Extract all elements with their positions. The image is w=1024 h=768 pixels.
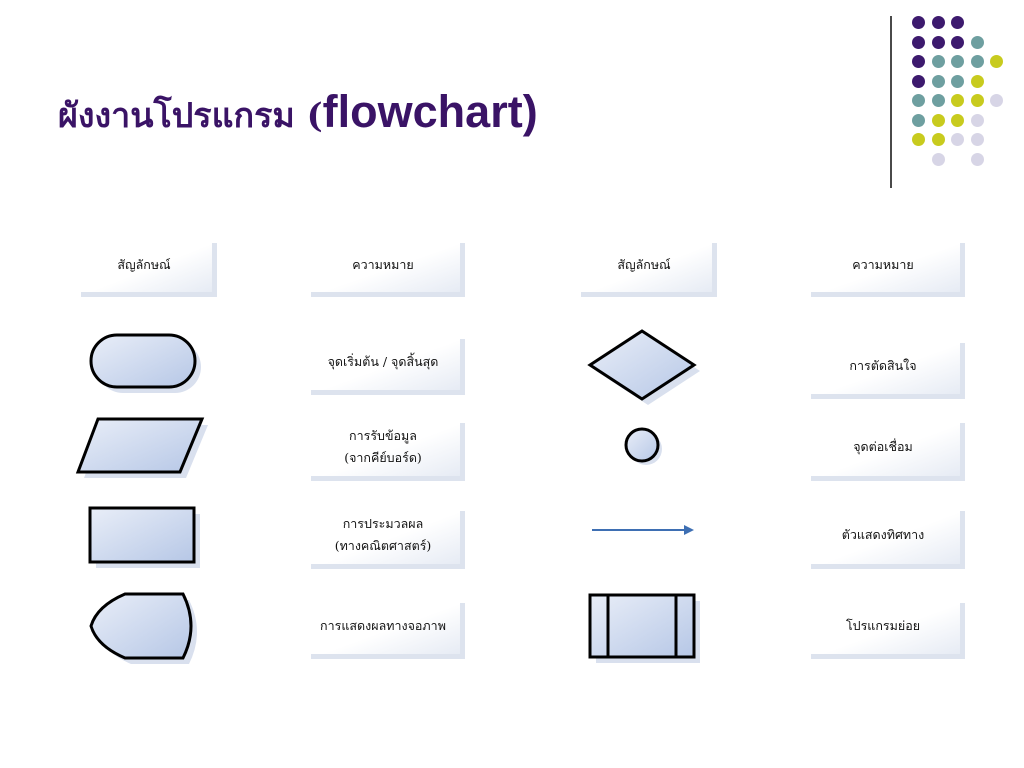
meaning-input-line2: (จากคีย์บอร์ด)	[344, 450, 422, 465]
decorative-dot	[912, 113, 925, 127]
meaning-connector: จุดต่อเชื่อม	[806, 418, 960, 476]
meaning-subprocess-text: โปรแกรมย่อย	[845, 618, 921, 634]
title-thai-text: ผังงานโปรแกรม (	[58, 96, 323, 136]
decorative-dot	[931, 74, 945, 88]
meaning-process-line2: (ทางคณิตศาสตร์)	[334, 538, 432, 553]
display-symbol	[89, 592, 197, 664]
decorative-dot	[970, 133, 984, 146]
header-right-symbol: สัญลักษณ์	[576, 238, 712, 292]
header-right-symbol-label: สัญลักษณ์	[617, 257, 671, 273]
meaning-process-line1: การประมวลผล	[342, 516, 424, 532]
decorative-dot	[970, 35, 984, 49]
decision-diamond-symbol	[587, 329, 700, 405]
subprocess-symbol	[588, 593, 700, 663]
decorative-dot	[931, 35, 945, 49]
meaning-process: การประมวลผล (ทางคณิตศาสตร์)	[306, 506, 460, 564]
process-rectangle-symbol	[88, 506, 200, 568]
decorative-dot	[931, 113, 945, 127]
decorative-dot	[990, 55, 1003, 68]
decorative-dot	[912, 16, 925, 29]
decorative-dot	[990, 94, 1003, 107]
decorative-dot	[931, 94, 945, 107]
connector-circle-symbol	[624, 427, 662, 465]
decorative-dot	[970, 55, 984, 68]
meaning-decision-text: การตัดสินใจ	[849, 358, 917, 374]
decorative-dot	[931, 133, 945, 146]
decorative-dot	[951, 74, 964, 88]
meaning-input-line1: การรับข้อมูล	[349, 428, 417, 444]
meaning-terminal-text: จุดเริ่มต้น / จุดสิ้นสุด	[327, 354, 439, 370]
decorative-dot	[931, 152, 945, 166]
meaning-subprocess: โปรแกรมย่อย	[806, 598, 960, 654]
input-parallelogram-symbol	[75, 417, 208, 478]
decorative-dot	[912, 35, 925, 49]
meaning-display-text: การแสดงผลทางจอภาพ	[320, 618, 446, 634]
decorative-dot	[951, 55, 964, 68]
decorative-dot	[970, 152, 984, 166]
decorative-dot	[951, 35, 964, 49]
decorative-dot	[912, 94, 925, 107]
header-left-symbol: สัญลักษณ์	[76, 238, 212, 292]
header-left-meaning: ความหมาย	[306, 238, 460, 292]
decorative-dot	[912, 55, 925, 68]
header-right-meaning-label: ความหมาย	[852, 257, 914, 273]
terminal-symbol	[89, 333, 201, 393]
decorative-dot	[951, 94, 964, 107]
slide-title: ผังงานโปรแกรม (flowchart)	[58, 86, 538, 142]
decorative-dot	[931, 16, 945, 29]
meaning-terminal: จุดเริ่มต้น / จุดสิ้นสุด	[306, 334, 460, 390]
meaning-decision: การตัดสินใจ	[806, 338, 960, 394]
decorative-dot	[912, 133, 925, 146]
decorative-dot	[931, 55, 945, 68]
decorative-dot	[951, 113, 964, 127]
meaning-display: การแสดงผลทางจอภาพ	[306, 598, 460, 654]
header-left-meaning-label: ความหมาย	[352, 257, 414, 273]
title-latin-text: flowchart)	[322, 86, 538, 137]
decorative-dot	[970, 113, 984, 127]
meaning-input: การรับข้อมูล (จากคีย์บอร์ด)	[306, 418, 460, 476]
meaning-connector-text: จุดต่อเชื่อม	[853, 439, 913, 455]
header-left-symbol-label: สัญลักษณ์	[117, 257, 171, 273]
decorative-dot	[970, 94, 984, 107]
decorative-dot	[970, 74, 984, 88]
header-right-meaning: ความหมาย	[806, 238, 960, 292]
meaning-flowline: ตัวแสดงทิศทาง	[806, 506, 960, 564]
decorative-dot	[912, 74, 925, 88]
meaning-flowline-text: ตัวแสดงทิศทาง	[841, 527, 925, 543]
title-divider	[890, 16, 892, 188]
decorative-dot	[951, 16, 964, 29]
decorative-dot	[951, 133, 964, 146]
